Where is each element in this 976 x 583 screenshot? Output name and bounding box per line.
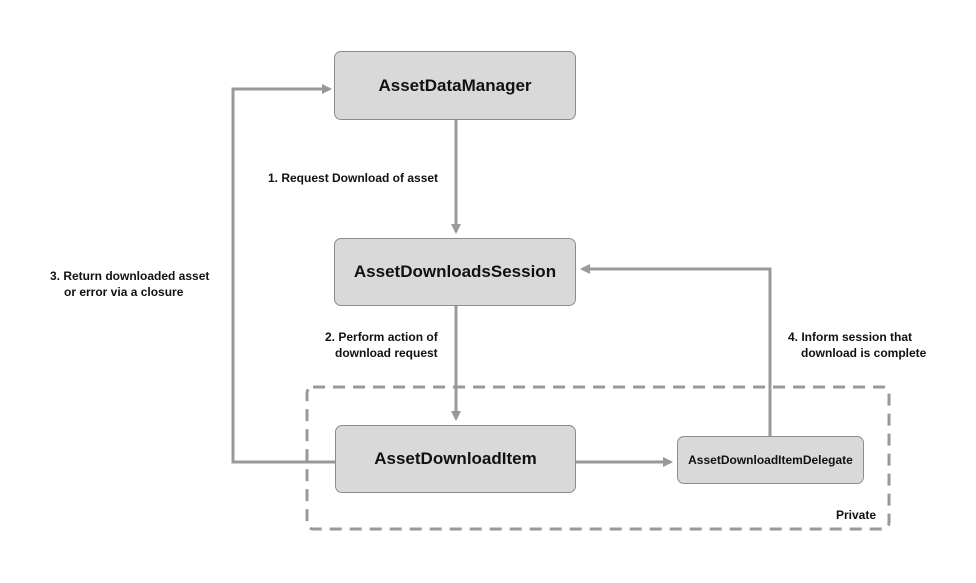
label-step4: 4. Inform session that download is compl… xyxy=(788,329,926,361)
node-asset-downloads-session: AssetDownloadsSession xyxy=(334,238,576,306)
label-step2: 2. Perform action of download request xyxy=(309,329,438,361)
label-step3-line2: or error via a closure xyxy=(64,285,184,299)
private-group-boundary xyxy=(305,385,891,531)
label-step2-line2: download request xyxy=(335,346,438,360)
node-asset-download-item: AssetDownloadItem xyxy=(335,425,576,493)
node-asset-download-item-delegate: AssetDownloadItemDelegate xyxy=(677,436,864,484)
label-step1-text: 1. Request Download of asset xyxy=(268,171,439,185)
label-step3-line1: 3. Return downloaded asset xyxy=(50,269,210,283)
node-asset-data-manager: AssetDataManager xyxy=(334,51,576,120)
label-step2-line1: 2. Perform action of xyxy=(325,330,438,344)
arrow-return-asset xyxy=(231,84,335,464)
label-step4-line2: download is complete xyxy=(801,346,927,360)
label-step4-line1: 4. Inform session that xyxy=(788,330,913,344)
label-step1: 1. Request Download of asset xyxy=(268,170,438,186)
arrow-inform-session xyxy=(580,264,772,436)
private-group-label: Private xyxy=(836,508,877,522)
label-step3: 3. Return downloaded asset or error via … xyxy=(50,268,209,300)
